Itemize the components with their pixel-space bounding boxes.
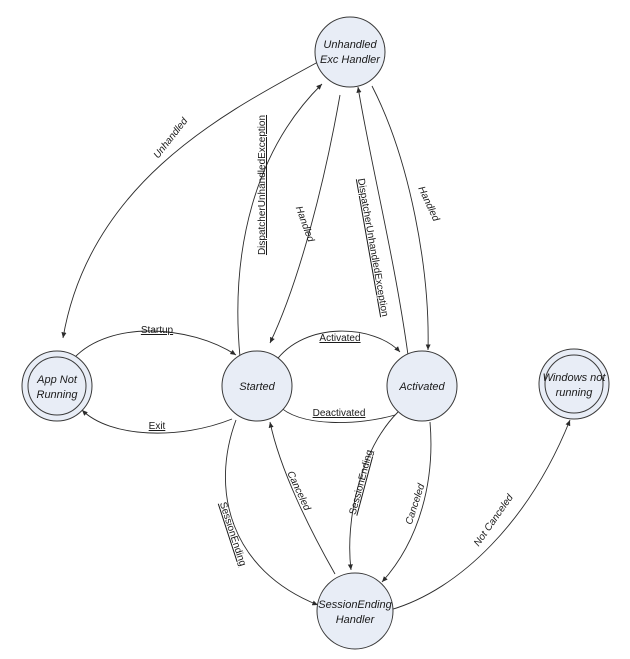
label-not-canceled: Not Canceled	[472, 492, 516, 548]
edge-canceled-started	[268, 421, 336, 575]
edge-session-activated	[347, 411, 399, 571]
label-handled-started: Handled	[293, 205, 316, 244]
label-dispatcher-started: DispatcherUnhandledException	[257, 115, 268, 255]
label-unhandled: Unhandled	[152, 116, 191, 161]
label-session-started: SessionEnding	[217, 501, 248, 568]
label-session-activated: SessionEnding	[348, 449, 376, 516]
node-unhandled-line1: Unhandled	[323, 39, 377, 51]
node-windows-line1: Windows not	[543, 372, 607, 384]
edge-not-canceled	[389, 419, 571, 611]
label-startup: Startup	[141, 325, 174, 336]
edge-exit	[81, 409, 233, 434]
label-activated: Activated	[319, 333, 360, 344]
edge-activated	[274, 330, 401, 363]
label-canceled-activated: Canceled	[404, 482, 428, 526]
label-handled-activated: Handled	[415, 185, 441, 224]
label-deactivated: Deactivated	[313, 408, 366, 419]
label-dispatcher-activated: DispatcherUnhandledException	[355, 178, 390, 318]
edge-handled-activated	[371, 85, 431, 351]
node-session-line2: Handler	[336, 614, 376, 626]
label-canceled-started: Canceled	[284, 469, 312, 512]
edge-dispatcher-activated	[356, 86, 409, 356]
node-started-label: Started	[239, 381, 275, 393]
node-activated: Activated	[386, 350, 458, 422]
edge-deactivated	[277, 404, 396, 423]
node-unhandled-line2: Exc Handler	[320, 54, 381, 66]
node-app-line2: Running	[37, 389, 79, 401]
edge-session-started	[225, 419, 319, 606]
node-windows-not-running: Windows not running	[538, 348, 610, 420]
node-session-ending-handler: SessionEnding Handler	[316, 572, 394, 650]
edge-dispatcher-started	[237, 83, 323, 358]
node-app-line1: App Not	[36, 374, 78, 386]
edge-startup	[73, 330, 237, 359]
label-exit: Exit	[149, 421, 166, 432]
node-started: Started	[221, 350, 293, 422]
edge-unhandled	[61, 61, 319, 339]
node-app-not-running: App Not Running	[21, 350, 93, 422]
node-windows-line2: running	[556, 387, 594, 399]
node-activated-label: Activated	[398, 381, 445, 393]
edge-canceled-activated	[381, 421, 432, 583]
node-unhandled-exc-handler: Unhandled Exc Handler	[314, 16, 386, 88]
edge-handled-started	[269, 94, 341, 344]
node-session-line1: SessionEnding	[318, 599, 392, 611]
